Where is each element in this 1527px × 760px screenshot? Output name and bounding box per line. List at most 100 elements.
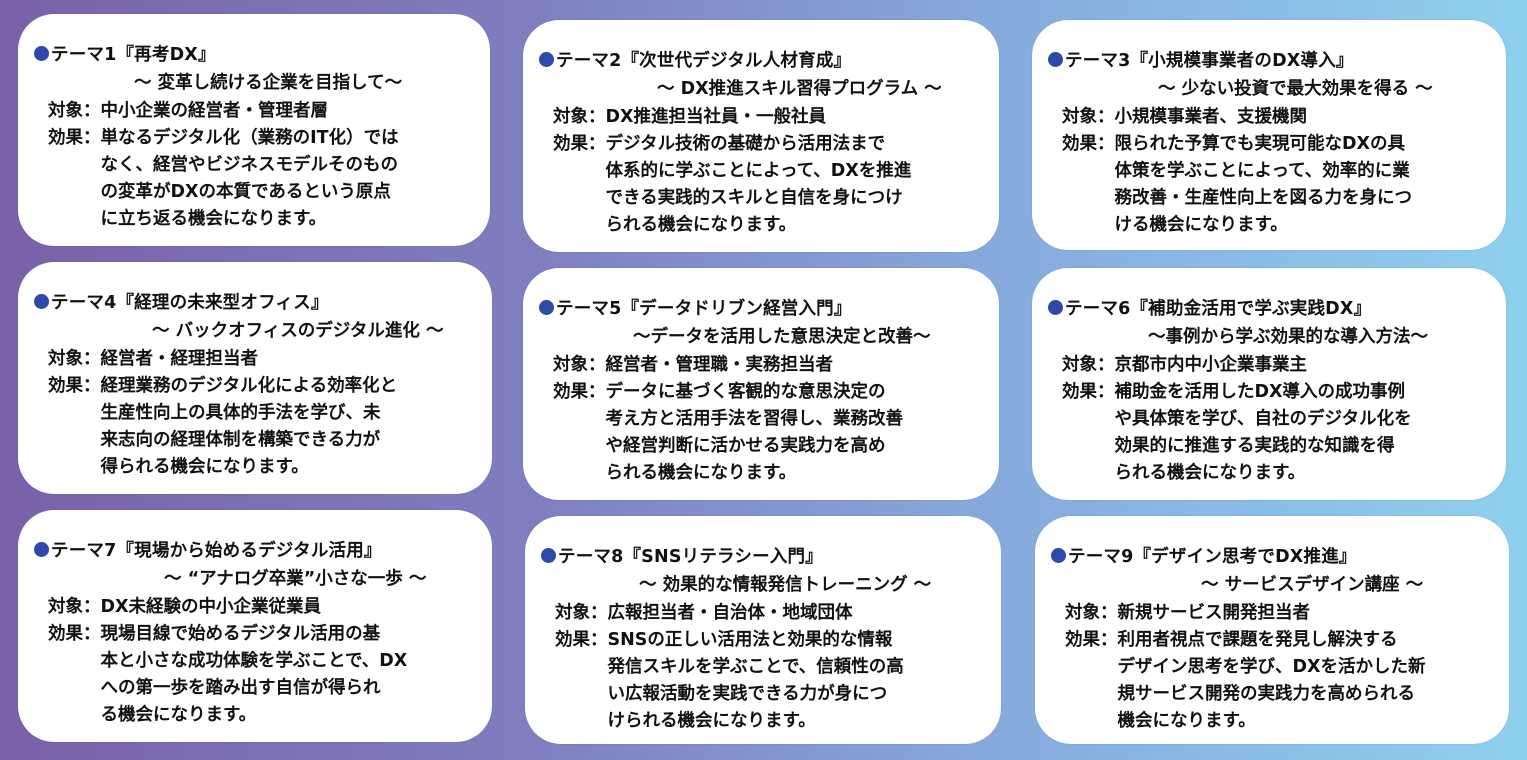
theme-subtitle: ～ “アナログ卒業”小さな一歩 ～ <box>164 569 427 589</box>
effect-line: 体策を学ぶことによって、効率的に業 <box>1114 161 1410 181</box>
theme-title: テーマ2『次世代デジタル人材育成』 <box>556 50 852 71</box>
effect-line: られる機会になります。 <box>605 215 797 235</box>
effect-label: 効果： <box>555 630 608 650</box>
effect-line: 規サービス開発の実践力を高められる <box>1117 684 1416 704</box>
theme-subtitle: ～事例から学ぶ効果的な導入方法～ <box>1148 327 1428 347</box>
effect-line: なく、経営やビジネスモデルそのもの <box>100 155 399 175</box>
effect-line: への第一歩を踏み出す自信が得られ <box>100 678 381 698</box>
target-label: 対象： <box>48 349 101 369</box>
effect-line: SNSの正しい活用法と効果的な情報 <box>607 630 893 650</box>
target-value: 経営者・管理職・実務担当者 <box>605 355 834 375</box>
target-value: 新規サービス開発担当者 <box>1117 603 1311 623</box>
effect-line: の変革がDXの本質であるという原点 <box>100 182 391 202</box>
effect-text: 現場目線で始めるデジタル活用の基 本と小さな成功体験を学ぶことで、DX への第一… <box>101 621 475 729</box>
effect-line: る機会になります。 <box>100 705 257 725</box>
effect-line: 限られた予算でも実現可能なDXの具 <box>1114 134 1406 154</box>
target-value: 中小企業の経営者・管理者層 <box>100 101 329 121</box>
theme-title: テーマ5『データドリブン経営入門』 <box>556 298 852 319</box>
effect-line: や具体策を学び、自社のデジタル化を <box>1114 409 1412 429</box>
theme-title: テーマ3『小規模事業者のDX導入』 <box>1065 50 1354 71</box>
effect-line: られる機会になります。 <box>605 463 797 483</box>
target-label: 対象： <box>1065 603 1118 623</box>
effect-line: 単なるデジタル化（業務のIT化）では <box>100 128 399 148</box>
theme-card-9: テーマ9『デザイン思考でDX推進』 ～ サービスデザイン講座 ～ 対象：新規サー… <box>1035 516 1509 744</box>
theme-subtitle: ～ 変革し続ける企業を目指して～ <box>134 73 403 93</box>
bullet-dot-icon <box>1048 299 1063 315</box>
theme-card-7: テーマ7『現場から始めるデジタル活用』 ～ “アナログ卒業”小さな一歩 ～ 対象… <box>18 510 492 742</box>
theme-subtitle: ～ サービスデザイン講座 ～ <box>1201 575 1424 595</box>
bullet-dot-icon <box>1048 51 1063 67</box>
effect-line: データに基づく客観的な意思決定の <box>605 382 886 402</box>
target-label: 対象： <box>553 355 606 375</box>
effect-line: 務改善・生産性向上を図る力を身につ <box>1114 188 1413 208</box>
effect-text: 経理業務のデジタル化による効率化と 生産性向上の具体的手法を学び、未 来志向の経… <box>101 373 475 481</box>
bullet-dot-icon <box>34 45 49 61</box>
bullet-dot-icon <box>1051 547 1066 563</box>
theme-title: テーマ6『補助金活用で学ぶ実践DX』 <box>1065 298 1372 319</box>
theme-card-5: テーマ5『データドリブン経営入門』 ～データを活用した意思決定と改善～ 対象：経… <box>523 268 999 500</box>
effect-line: ける機会になります。 <box>1114 215 1288 235</box>
effect-line: デジタル技術の基礎から活用法まで <box>605 134 886 154</box>
theme-title: テーマ7『現場から始めるデジタル活用』 <box>51 540 382 561</box>
effect-line: 経理業務のデジタル化による効率化と <box>100 376 398 396</box>
effect-label: 効果： <box>1065 630 1118 650</box>
effect-text: データに基づく客観的な意思決定の 考え方と活用手法を習得し、業務改善 や経営判断… <box>606 379 982 487</box>
bullet-dot-icon <box>541 547 556 563</box>
target-label: 対象： <box>48 597 101 617</box>
bullet-dot-icon <box>34 293 49 309</box>
effect-text: 利用者視点で課題を発見し解決する デザイン思考を学び、DXを活かした新 規サービ… <box>1118 627 1492 735</box>
effect-line: 現場目線で始めるデジタル活用の基 <box>100 624 381 644</box>
effect-text: デジタル技術の基礎から活用法まで 体系的に学ぶことによって、DXを推進 できる実… <box>606 131 982 239</box>
theme-title: テーマ1『再考DX』 <box>51 44 216 65</box>
target-value: 京都市内中小企業事業主 <box>1114 355 1308 375</box>
effect-label: 効果： <box>1062 134 1115 154</box>
theme-subtitle: ～ 効果的な情報発信トレーニング ～ <box>639 575 932 595</box>
target-value: DX未経験の中小企業従業員 <box>100 597 322 617</box>
effect-label: 効果： <box>48 128 101 148</box>
theme-subtitle: ～ 少ない投資で最大効果を得る ～ <box>1158 79 1433 99</box>
theme-title: テーマ9『デザイン思考でDX推進』 <box>1068 546 1357 567</box>
target-label: 対象： <box>553 107 606 127</box>
bullet-dot-icon <box>539 51 554 67</box>
effect-line: 発信スキルを学ぶことで、信頼性の高 <box>607 657 904 677</box>
theme-card-2: テーマ2『次世代デジタル人材育成』 ～ DX推進スキル習得プログラム ～ 対象：… <box>523 20 999 252</box>
effect-line: デザイン思考を学び、DXを活かした新 <box>1117 657 1426 677</box>
target-label: 対象： <box>555 603 608 623</box>
target-value: 経営者・経理担当者 <box>100 349 259 369</box>
effect-line: に立ち返る機会になります。 <box>100 209 327 229</box>
effect-line: 利用者視点で課題を発見し解決する <box>1117 630 1398 650</box>
bullet-dot-icon <box>34 541 49 557</box>
theme-subtitle: ～データを活用した意思決定と改善～ <box>633 327 931 347</box>
theme-subtitle: ～ DX推進スキル習得プログラム ～ <box>657 79 942 99</box>
target-label: 対象： <box>1062 107 1115 127</box>
effect-label: 効果： <box>553 134 606 154</box>
theme-card-1: テーマ1『再考DX』 ～ 変革し続ける企業を目指して～ 対象：中小企業の経営者・… <box>18 14 490 246</box>
effect-line: や経営判断に活かせる実践力を高め <box>605 436 886 456</box>
effect-text: 限られた予算でも実現可能なDXの具 体策を学ぶことによって、効率的に業 務改善・… <box>1115 131 1489 239</box>
effect-line: できる実践的スキルと自信を身につけ <box>605 188 903 208</box>
theme-card-3: テーマ3『小規模事業者のDX導入』 ～ 少ない投資で最大効果を得る ～ 対象：小… <box>1032 20 1506 250</box>
effect-line: 生産性向上の具体的手法を学び、未 <box>100 403 381 423</box>
target-label: 対象： <box>48 101 101 121</box>
effect-text: 補助金を活用したDX導入の成功事例 や具体策を学び、自社のデジタル化を 効果的に… <box>1115 379 1489 487</box>
effect-line: 来志向の経理体制を構築できる力が <box>100 430 381 450</box>
effect-line: 補助金を活用したDX導入の成功事例 <box>1114 382 1406 402</box>
target-value: 小規模事業者、支援機関 <box>1114 107 1308 127</box>
effect-line: 本と小さな成功体験を学ぶことで、DX <box>100 651 408 671</box>
theme-card-4: テーマ4『経理の未来型オフィス』 ～ バックオフィスのデジタル進化 ～ 対象：経… <box>18 262 492 494</box>
effect-line: 考え方と活用手法を習得し、業務改善 <box>605 409 904 429</box>
target-value: DX推進担当社員・一般社員 <box>605 107 827 127</box>
theme-card-8: テーマ8『SNSリテラシー入門』 ～ 効果的な情報発信トレーニング ～ 対象：広… <box>525 516 1001 744</box>
theme-subtitle: ～ バックオフィスのデジタル進化 ～ <box>152 321 444 341</box>
bullet-dot-icon <box>539 299 554 315</box>
effect-label: 効果： <box>48 376 101 396</box>
effect-text: SNSの正しい活用法と効果的な情報 発信スキルを学ぶことで、信頼性の高 い広報活… <box>608 627 984 735</box>
effect-line: い広報活動を実践できる力が身につ <box>607 684 888 704</box>
theme-title: テーマ8『SNSリテラシー入門』 <box>558 546 823 567</box>
effect-label: 効果： <box>553 382 606 402</box>
effect-line: 機会になります。 <box>1117 711 1256 731</box>
effect-line: られる機会になります。 <box>1114 463 1306 483</box>
effect-line: 効果的に推進する実践的な知識を得 <box>1114 436 1395 456</box>
theme-card-6: テーマ6『補助金活用で学ぶ実践DX』 ～事例から学ぶ効果的な導入方法～ 対象：京… <box>1032 268 1506 500</box>
effect-label: 効果： <box>1062 382 1115 402</box>
